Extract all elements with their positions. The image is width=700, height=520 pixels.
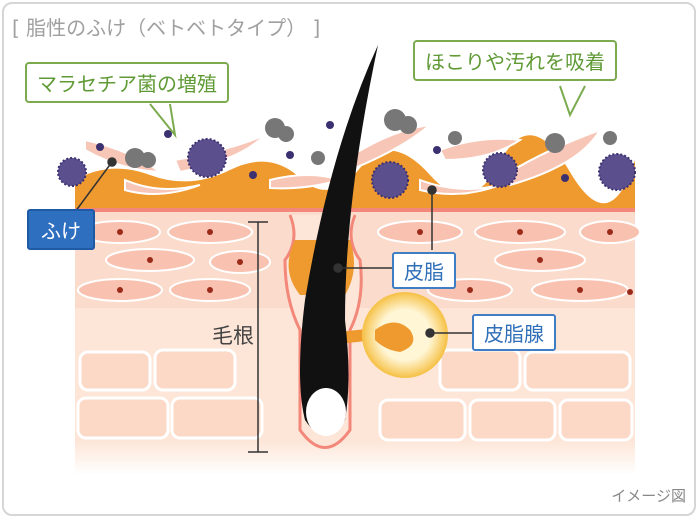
label-sebum: 皮脂 (392, 252, 456, 289)
lower-cells (76, 348, 634, 442)
diagram-title: [ 脂性のふけ（ベトベトタイプ） ] (12, 16, 321, 40)
malassezia-microbes (57, 138, 636, 199)
label-dandruff: ふけ (27, 209, 95, 250)
image-note: イメージ図 (611, 487, 686, 505)
callout-dust: ほこりや汚れを吸着 (413, 40, 617, 81)
label-sebaceous-gland: 皮脂腺 (472, 314, 556, 351)
sebum-layer (75, 135, 635, 208)
nuclei (117, 229, 633, 295)
hair-shaft (300, 45, 378, 435)
dust-particles (125, 109, 617, 168)
callout-malassezia: マラセチア菌の増殖 (25, 62, 229, 103)
diagram-frame (2, 2, 696, 516)
label-hair-root: 毛根 (212, 324, 254, 348)
hair-bulb (306, 388, 346, 436)
